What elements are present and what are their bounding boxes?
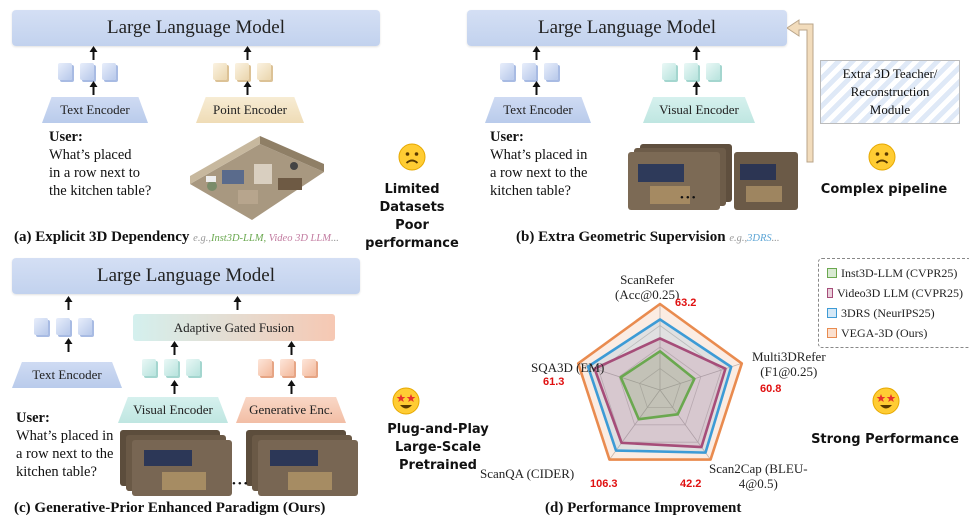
arrow-up-icon xyxy=(89,81,98,95)
limitation-note-a: Limited Datasets Poor performance xyxy=(365,182,459,251)
video-frames-image xyxy=(628,152,720,210)
arrow-up-icon xyxy=(170,380,179,394)
chart-legend: Inst3D-LLM (CVPR25) Video3D LLM (CVPR25)… xyxy=(818,258,969,348)
video-frame-image xyxy=(734,152,798,210)
legend-item: Video3D LLM (CVPR25) xyxy=(827,283,963,303)
user-question-a: User: What’s placed in a row next to the… xyxy=(49,129,152,199)
legend-item: 3DRS (NeurIPS25) xyxy=(827,303,963,323)
adaptive-gated-fusion: Adaptive Gated Fusion xyxy=(133,314,335,341)
value-label-multi3drefer: 60.8 xyxy=(760,383,782,395)
radar-grid-ring xyxy=(639,368,681,408)
radar-series-2 xyxy=(586,318,733,454)
radar-spoke xyxy=(659,363,742,391)
token-row-text-c xyxy=(34,318,92,335)
llm-box-c: Large Language Model xyxy=(12,258,360,294)
legend-item: VEGA-3D (Ours) xyxy=(827,323,963,343)
arrow-up-icon xyxy=(64,338,73,352)
radar-chart xyxy=(576,302,744,461)
text-encoder-c: Text Encoder xyxy=(12,362,122,388)
eg-item: ... xyxy=(771,233,780,244)
arrow-up-icon xyxy=(64,296,73,310)
sad-face-icon xyxy=(398,143,426,171)
eg-item: Inst3D-LLM, xyxy=(210,233,267,244)
point-cloud-image xyxy=(190,136,324,220)
visual-encoder-c: Visual Encoder xyxy=(118,397,228,423)
arrow-up-icon xyxy=(170,341,179,355)
axis-label-scanqa: ScanQA (CIDER) xyxy=(480,466,575,481)
point-encoder-a: Point Encoder xyxy=(196,97,304,123)
caption-a: (a) Explicit 3D Dependency e.g.,Inst3D-L… xyxy=(14,229,339,245)
user-question-c: User: What’s placed in a row next to the… xyxy=(16,410,114,480)
frames-ellipsis: ••• xyxy=(680,192,698,204)
axis-label-multi3drefer: Multi3DRefer(F1@0.25) xyxy=(752,349,826,379)
advantage-note-d: Strong Performance xyxy=(811,432,959,447)
legend-item: Inst3D-LLM (CVPR25) xyxy=(827,263,963,283)
arrow-up-icon xyxy=(692,46,701,60)
video-frames-image xyxy=(132,440,232,496)
arrow-up-icon xyxy=(532,46,541,60)
arrow-up-icon xyxy=(692,81,701,95)
eg-item: Video 3D LLM xyxy=(266,233,331,244)
token-row-text-a xyxy=(58,63,116,80)
eg-item: ... xyxy=(330,233,339,244)
value-label-scanrefer: 63.2 xyxy=(675,297,697,309)
token-row-point-a xyxy=(213,63,271,80)
value-label-sqa3d: 61.3 xyxy=(543,376,565,388)
radar-spoke xyxy=(609,389,661,460)
arrow-up-icon xyxy=(532,81,541,95)
sad-face-icon xyxy=(868,143,896,171)
radar-series-3 xyxy=(576,302,744,461)
arrow-up-icon xyxy=(233,296,242,310)
llm-box-a: Large Language Model xyxy=(12,10,380,46)
eg-item: 3DRS xyxy=(747,233,772,244)
arrow-up-icon xyxy=(243,81,252,95)
user-question-b: User: What’s placed in a row next to the… xyxy=(490,129,588,199)
supervision-arrow-icon xyxy=(787,19,814,163)
radar-spoke xyxy=(578,363,661,391)
star-struck-face-icon xyxy=(392,387,420,415)
arrow-up-icon xyxy=(89,46,98,60)
caption-c: (c) Generative-Prior Enhanced Paradigm (… xyxy=(14,500,326,516)
axis-label-scan2cap: Scan2Cap (BLEU-4@0.5) xyxy=(709,461,808,491)
value-label-scanqa: 106.3 xyxy=(590,478,618,490)
token-row-gen-c xyxy=(258,359,316,376)
arrow-up-icon xyxy=(243,46,252,60)
radar-series-0 xyxy=(619,350,696,421)
arrow-up-icon xyxy=(287,341,296,355)
axis-label-sqa3d: SQA3D (EM) xyxy=(531,360,605,375)
value-label-scan2cap: 42.2 xyxy=(680,478,702,490)
text-encoder-b: Text Encoder xyxy=(485,97,591,123)
generative-encoder-c: Generative Enc. xyxy=(236,397,346,423)
radar-series-1 xyxy=(593,337,727,449)
caption-d: (d) Performance Improvement xyxy=(545,500,742,516)
text-encoder-a: Text Encoder xyxy=(42,97,148,123)
token-row-visual-c xyxy=(142,359,200,376)
advantage-note-c: Plug-and-Play Large-Scale Pretrained xyxy=(387,422,489,473)
axis-label-scanrefer: ScanRefer(Acc@0.25) xyxy=(615,272,680,302)
arrow-up-icon xyxy=(287,380,296,394)
caption-b: (b) Extra Geometric Supervision e.g.,3DR… xyxy=(516,229,780,245)
visual-encoder-b: Visual Encoder xyxy=(643,97,755,123)
radar-grid-ring xyxy=(618,346,702,426)
token-row-visual-b xyxy=(662,63,720,80)
llm-box-b: Large Language Model xyxy=(467,10,787,46)
token-row-text-b xyxy=(500,63,558,80)
star-struck-face-icon xyxy=(872,387,900,415)
video-frames-image xyxy=(258,440,358,496)
frames-ellipsis: ••• xyxy=(232,478,250,490)
limitation-note-b: Complex pipeline xyxy=(820,182,948,197)
